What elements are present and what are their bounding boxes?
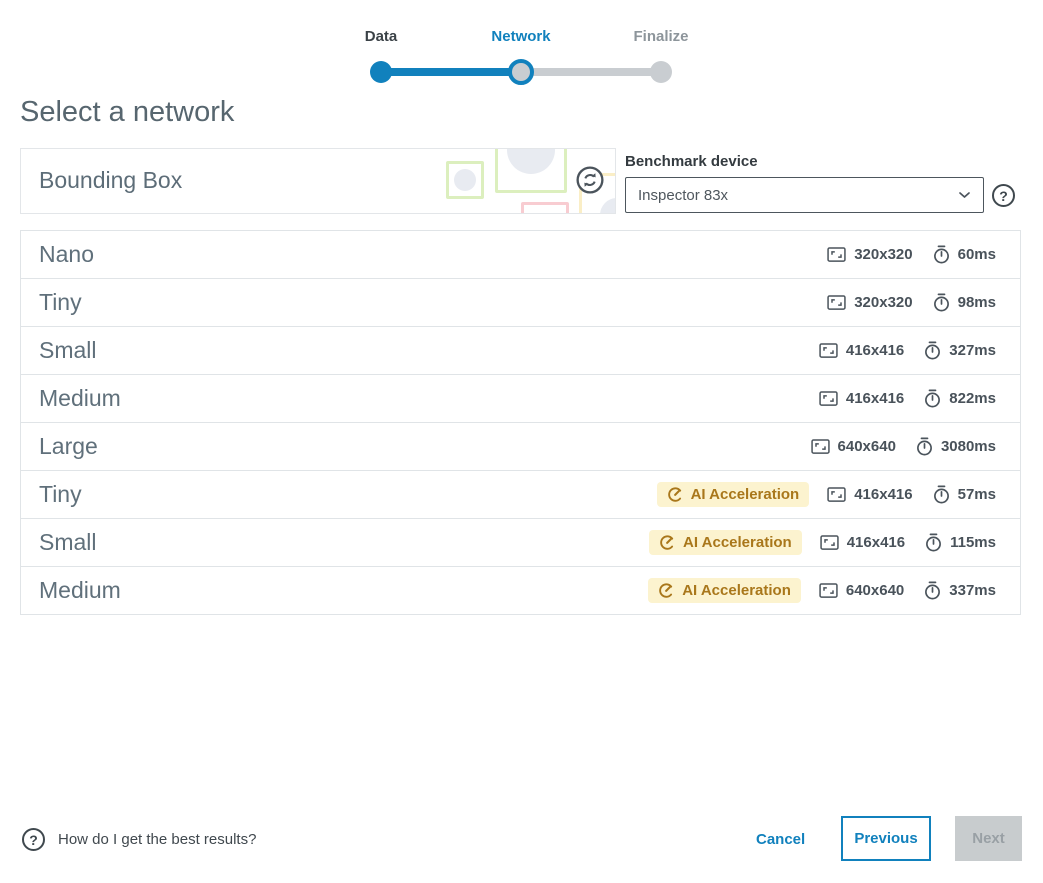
resolution-value: 416x416 (854, 486, 913, 503)
ai-acceleration-badge: AI Acceleration (648, 578, 801, 603)
network-row[interactable]: Small 416x416 (20, 326, 1021, 375)
resolution-icon (820, 535, 839, 550)
network-name: Small (39, 529, 97, 555)
stopwatch-icon (933, 245, 950, 264)
next-button[interactable]: Next (955, 816, 1022, 861)
ai-acceleration-label: AI Acceleration (683, 534, 792, 551)
cancel-button[interactable]: Cancel (750, 830, 811, 849)
network-name: Nano (39, 241, 94, 267)
network-row[interactable]: Tiny 320x320 (20, 278, 1021, 327)
bbox-art-pink (521, 202, 569, 213)
network-row[interactable]: Medium AI Acceleration (20, 566, 1021, 615)
resolution-value: 640x640 (845, 582, 905, 599)
resolution-value: 320x320 (854, 246, 913, 263)
ai-acceleration-label: AI Acceleration (682, 582, 791, 599)
wizard-stepper: Data Network Finalize (365, 28, 689, 88)
network-meta: 640x640 3080ms (810, 437, 996, 456)
ai-acceleration-badge: AI Acceleration (656, 482, 810, 507)
latency-value: 3080ms (940, 438, 996, 455)
benchmark-help-icon[interactable]: ? (992, 184, 1015, 207)
benchmark-device-select[interactable]: Inspector 83x (625, 177, 984, 213)
step-label-data[interactable]: Data (364, 28, 398, 45)
resolution-value: 640x640 (837, 438, 896, 455)
stopwatch-icon (933, 485, 950, 504)
stopwatch-icon (933, 293, 950, 312)
footer-help-text[interactable]: How do I get the best results? (58, 831, 257, 848)
network-name: Tiny (39, 481, 82, 507)
latency-value: 98ms (957, 294, 996, 311)
resolution-icon (827, 247, 846, 262)
resolution-value: 416x416 (845, 342, 905, 359)
resolution-value: 416x416 (845, 390, 905, 407)
model-card-bounding-box[interactable]: Bounding Box (20, 148, 616, 214)
network-row[interactable]: Medium 416x416 (20, 374, 1021, 423)
ai-acceleration-label: AI Acceleration (690, 486, 800, 503)
step-label-finalize[interactable]: Finalize (633, 28, 689, 45)
benchmark-device-label: Benchmark device (625, 153, 758, 170)
network-name: Tiny (39, 289, 82, 315)
network-meta: 320x320 60ms (827, 245, 996, 264)
step-dot-finalize[interactable] (650, 61, 672, 83)
gauge-icon (658, 582, 675, 599)
stopwatch-icon (916, 437, 933, 456)
network-name: Medium (39, 385, 121, 411)
footer-help-icon[interactable]: ? (22, 828, 45, 851)
network-row[interactable]: Small AI Acceleration (20, 518, 1021, 567)
network-meta: 416x416 57ms (827, 485, 996, 504)
network-meta: 416x416 115ms (820, 533, 996, 552)
resolution-value: 320x320 (854, 294, 913, 311)
gauge-icon (659, 534, 676, 551)
stopwatch-icon (924, 581, 941, 600)
benchmark-device-value: Inspector 83x (638, 186, 729, 204)
network-meta: 320x320 98ms (827, 293, 996, 312)
bbox-art-green-small (446, 161, 484, 199)
stopwatch-icon (924, 389, 941, 408)
bounding-box-thumbnail (439, 149, 615, 213)
latency-value: 57ms (957, 486, 996, 503)
step-label-network[interactable]: Network (491, 28, 551, 45)
ai-acceleration-badge: AI Acceleration (649, 530, 802, 555)
network-row[interactable]: Large 640x640 (20, 422, 1021, 471)
network-list: Nano 320x320 (20, 230, 1021, 615)
latency-value: 822ms (949, 390, 996, 407)
resolution-icon (810, 439, 830, 454)
latency-value: 327ms (949, 342, 996, 359)
bbox-art-green-large (495, 149, 567, 193)
sync-icon (576, 166, 604, 194)
stopwatch-icon (924, 341, 941, 360)
resolution-value: 416x416 (846, 534, 906, 551)
stepper-track-progress (381, 68, 521, 76)
stopwatch-icon (925, 533, 942, 552)
latency-value: 337ms (949, 582, 996, 599)
network-meta: 416x416 822ms (819, 389, 996, 408)
network-meta: 640x640 337ms (819, 581, 996, 600)
page-title: Select a network (20, 96, 235, 128)
latency-value: 115ms (950, 534, 996, 551)
chevron-down-icon (958, 191, 971, 200)
network-meta: 416x416 327ms (819, 341, 996, 360)
step-dot-network[interactable] (508, 59, 534, 85)
resolution-icon (819, 391, 838, 406)
gauge-icon (667, 486, 684, 503)
network-row[interactable]: Nano 320x320 (20, 230, 1021, 279)
network-row[interactable]: Tiny AI Acceleration (20, 470, 1021, 519)
previous-button[interactable]: Previous (841, 816, 931, 861)
network-name: Small (39, 337, 97, 363)
model-card-name: Bounding Box (39, 167, 183, 193)
latency-value: 60ms (957, 246, 996, 263)
resolution-icon (819, 343, 838, 358)
resolution-icon (819, 583, 838, 598)
resolution-icon (827, 295, 846, 310)
network-name: Large (39, 433, 98, 459)
network-name: Medium (39, 577, 121, 603)
resolution-icon (827, 487, 846, 502)
step-dot-data[interactable] (370, 61, 392, 83)
